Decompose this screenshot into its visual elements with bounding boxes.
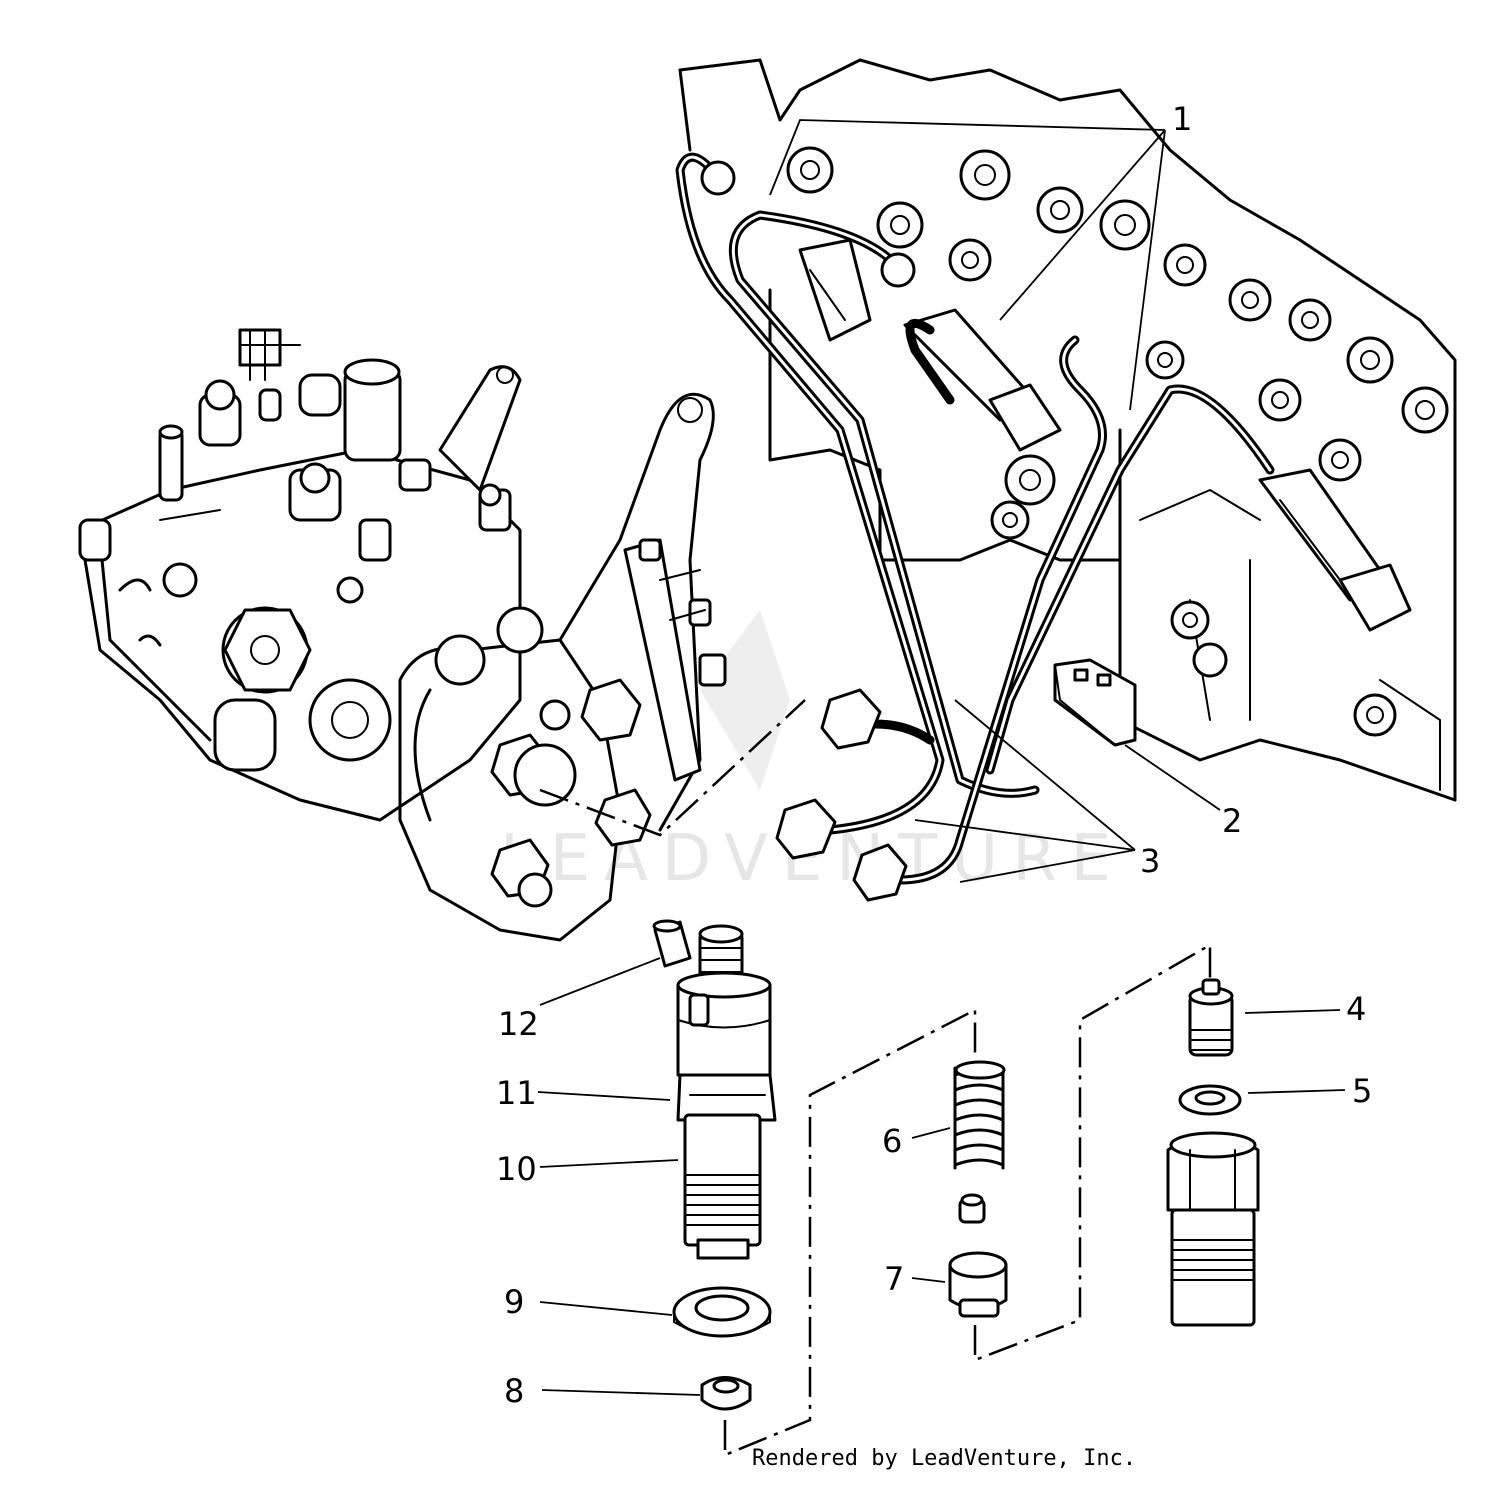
injection-pump: [78, 328, 727, 942]
part-4-valve-holder: [1188, 978, 1234, 1057]
injection-pipes: [675, 152, 1275, 902]
render-credit: Rendered by LeadVenture, Inc.: [752, 1446, 1137, 1471]
callout-11: 11: [496, 1074, 537, 1112]
part-6-spring: [953, 1060, 1006, 1170]
callout-4: 4: [1346, 990, 1366, 1028]
exploded-link-lines: [723, 942, 1212, 1457]
callout-7: 7: [884, 1260, 904, 1298]
engine-bolt-bosses: [786, 146, 1449, 737]
callout-1: 1: [1172, 100, 1192, 138]
part-11-nozzle-holder: [676, 924, 777, 1122]
part-9-washer: [672, 1286, 772, 1338]
callout-5: 5: [1352, 1072, 1372, 1110]
callout-9: 9: [504, 1283, 524, 1321]
delivery-valve-body: [1166, 1131, 1260, 1327]
callout-3: 3: [1140, 842, 1160, 880]
callout-12: 12: [498, 1005, 539, 1043]
callout-6: 6: [882, 1122, 902, 1160]
part-10-nozzle-body: [683, 1113, 762, 1260]
delivery-valve-assembly: [948, 978, 1260, 1327]
pipe-nut: [852, 843, 908, 902]
part-12-sleeve: [652, 919, 692, 968]
pipe-nut: [775, 798, 837, 860]
callout-2: 2: [1222, 802, 1242, 840]
callout-labels: 1 2 3 4 5 6 7 8 9 10 11 12: [496, 100, 1372, 1410]
injector-assembly: [652, 919, 777, 1411]
part-8-seal: [700, 1376, 752, 1411]
engine-block: [678, 58, 1457, 802]
part-7-valve: [948, 1193, 1008, 1318]
installed-injector-3: [798, 238, 872, 342]
leader-lines: [537, 119, 1346, 1396]
installed-injector-1: [903, 308, 1062, 452]
callout-8: 8: [504, 1372, 524, 1410]
installed-injector-2: [1258, 468, 1412, 632]
part-5-gasket: [1178, 1084, 1242, 1116]
pipe-clamp: [1053, 658, 1137, 747]
callout-10: 10: [496, 1150, 537, 1188]
pipe-nut: [820, 688, 882, 750]
assembly-link-line: [539, 699, 806, 837]
